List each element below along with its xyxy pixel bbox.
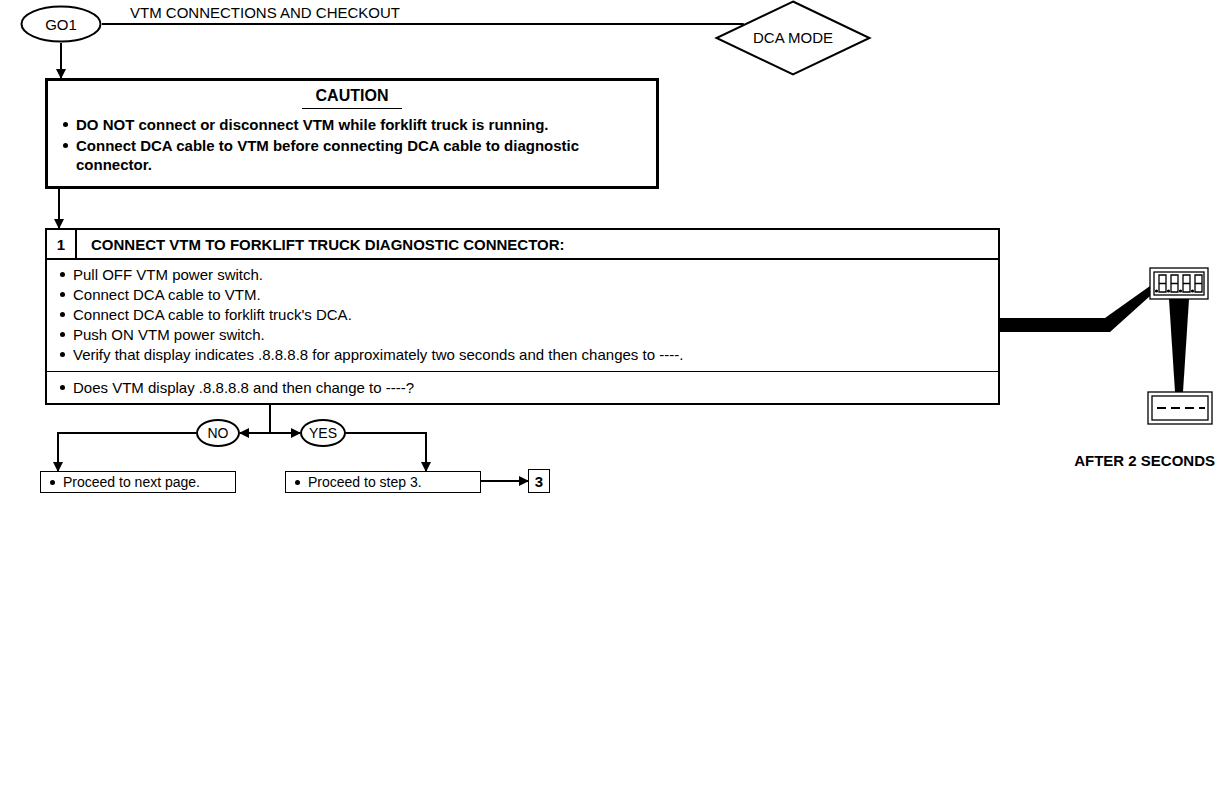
answer-circle: NO xyxy=(196,419,240,447)
dash-segments xyxy=(1157,407,1205,409)
flow-connector xyxy=(240,405,270,433)
caption-label: AFTER 2 SECONDS xyxy=(1074,452,1215,469)
flow-connector xyxy=(58,433,196,471)
display-888 xyxy=(1150,268,1208,299)
node-text: Connect DCA cable to VTM. xyxy=(57,285,988,304)
segment-dot xyxy=(1168,290,1170,292)
node-text: Connect DCA cable to VTM before connecti… xyxy=(60,136,644,174)
node-text: Does VTM display .8.8.8.8 and then chang… xyxy=(47,371,998,397)
node-text: CAUTION xyxy=(302,87,403,109)
flow-connector xyxy=(270,405,300,433)
node-text: Proceed to step 3. xyxy=(292,473,474,491)
segment-digits xyxy=(1159,275,1202,292)
display-frame xyxy=(1148,392,1212,424)
mode-diamond: DCA MODE xyxy=(715,0,871,76)
pointer-bar xyxy=(1000,286,1150,332)
display-frame xyxy=(1150,268,1208,299)
node-text: CONNECT VTM TO FORKLIFT TRUCK DIAGNOSTIC… xyxy=(47,230,998,260)
action-box: Proceed to next page. xyxy=(40,471,236,493)
diagram-title: VTM CONNECTIONS AND CHECKOUT xyxy=(130,4,400,21)
node-text: Connect DCA cable to forklift truck's DC… xyxy=(57,305,988,324)
node-text: 1 xyxy=(47,230,77,260)
display-dashes xyxy=(1148,392,1212,424)
pointer-wedge xyxy=(1169,299,1189,392)
answer-circle: YES xyxy=(300,419,346,447)
node-text: DO NOT connect or disconnect VTM while f… xyxy=(60,115,644,134)
node-text: Verify that display indicates .8.8.8.8 f… xyxy=(57,345,988,364)
start-oval: GO1 xyxy=(20,5,102,43)
node-text: Proceed to next page. xyxy=(47,473,229,491)
display-window xyxy=(1154,272,1204,295)
segment-dot xyxy=(1156,290,1158,292)
flow-connector xyxy=(346,433,426,471)
flow-connector xyxy=(102,23,744,25)
action-box: Proceed to step 3. xyxy=(285,471,481,493)
segment-dot xyxy=(1192,290,1194,292)
flow-connector xyxy=(481,480,528,482)
diamond-outline xyxy=(717,2,870,75)
display-window xyxy=(1152,396,1208,420)
node-text: Push ON VTM power switch. xyxy=(57,325,988,344)
flow-connector xyxy=(60,43,62,78)
node-text: 3 xyxy=(535,473,543,490)
step-box: 1CONNECT VTM TO FORKLIFT TRUCK DIAGNOSTI… xyxy=(45,228,1000,405)
node-text: GO1 xyxy=(45,16,77,33)
step-ref-box: 3 xyxy=(528,469,550,493)
node-text: DCA MODE xyxy=(753,29,833,47)
node-text: Pull OFF VTM power switch. xyxy=(57,265,988,284)
node-text: YES xyxy=(309,425,337,441)
segment-dot xyxy=(1180,290,1182,292)
flow-connector xyxy=(58,189,60,228)
caution-box: CAUTION DO NOT connect or disconnect VTM … xyxy=(45,78,659,189)
node-text: NO xyxy=(208,425,229,441)
oval-outline xyxy=(22,7,101,42)
